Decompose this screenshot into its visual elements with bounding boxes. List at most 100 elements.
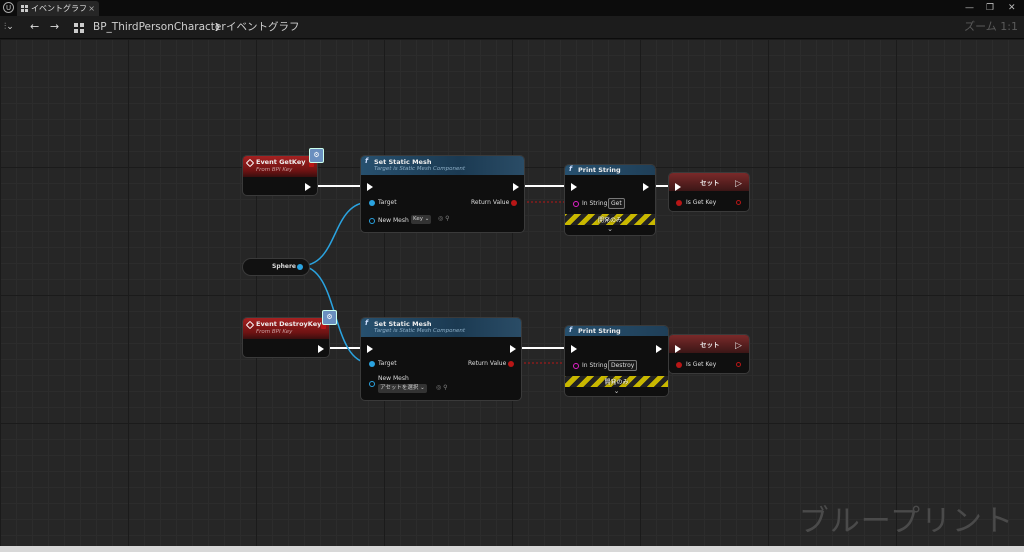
set-static-mesh-node-2[interactable]: f Set Static Mesh Target is Static Mesh …: [360, 317, 522, 401]
target-pin[interactable]: [369, 361, 375, 367]
exec-out-pin[interactable]: [510, 345, 516, 353]
set-is-get-key-node-1[interactable]: セット ▷ Is Get Key: [668, 172, 750, 212]
tab-event-graph[interactable]: イベントグラフ ×: [17, 1, 99, 16]
node-title: Set Static Mesh: [374, 158, 432, 166]
exec-out-pin[interactable]: [656, 345, 662, 353]
in-string-label: In String: [582, 362, 608, 369]
mesh-value: アセットを選択: [380, 385, 419, 391]
browse-icon[interactable]: ◎ ⚲: [438, 215, 450, 222]
minimize-icon[interactable]: —: [965, 3, 974, 13]
exec-out-pin[interactable]: ▷: [735, 341, 742, 351]
window-close-icon[interactable]: ✕: [1008, 3, 1016, 13]
node-header: f Print String: [565, 165, 655, 175]
in-string-pin[interactable]: [573, 363, 579, 369]
in-string-input[interactable]: Destroy: [608, 360, 638, 371]
delegate-pin[interactable]: [321, 324, 326, 329]
graph-toolbar: ⫶⌄ ← → BP_ThirdPersonCharacter ❯ イベントグラフ…: [0, 16, 1024, 39]
mesh-select-dropdown[interactable]: アセットを選択 ⌄: [378, 384, 427, 393]
exec-out-pin[interactable]: [305, 183, 311, 191]
node-subtitle: From BPI Key: [256, 167, 293, 173]
function-icon: f: [569, 165, 573, 173]
variable-label: Is Get Key: [686, 361, 717, 368]
exec-out-pin[interactable]: ▷: [735, 179, 742, 189]
sphere-variable-node[interactable]: Sphere: [242, 258, 310, 276]
is-get-key-out-pin[interactable]: [736, 362, 741, 367]
zoom-level: ズーム 1:1: [964, 20, 1018, 33]
event-icon: [245, 320, 255, 330]
new-mesh-pin[interactable]: [369, 381, 375, 387]
target-pin[interactable]: [369, 200, 375, 206]
forward-arrow-icon[interactable]: →: [50, 20, 60, 33]
mesh-value: Key: [413, 216, 423, 222]
return-value-label: Return Value: [468, 360, 507, 367]
is-get-key-out-pin[interactable]: [736, 200, 741, 205]
in-string-pin[interactable]: [573, 201, 579, 207]
event-destroykey-node[interactable]: Event DestroyKey From BPI Key: [242, 317, 330, 358]
set-static-mesh-node-1[interactable]: f Set Static Mesh Target is Static Mesh …: [360, 155, 525, 233]
exec-in-pin[interactable]: [675, 345, 681, 353]
node-title: Event GetKey: [256, 158, 306, 166]
function-icon: f: [365, 157, 369, 165]
delegate-pin[interactable]: [309, 162, 314, 167]
node-header: セット: [669, 173, 749, 191]
node-header: セット: [669, 335, 749, 353]
breadcrumb-separator: ❯: [214, 22, 221, 31]
node-header: f Set Static Mesh Target is Static Mesh …: [361, 156, 524, 175]
grid-icon: [21, 5, 28, 12]
set-is-get-key-node-2[interactable]: セット ▷ Is Get Key: [668, 334, 750, 374]
node-header: Event DestroyKey From BPI Key: [243, 318, 329, 339]
exec-out-pin[interactable]: [513, 183, 519, 191]
variable-label: Sphere: [272, 263, 296, 270]
back-arrow-icon[interactable]: ←: [30, 20, 40, 33]
sphere-output-pin[interactable]: [297, 264, 303, 270]
in-string-input[interactable]: Get: [608, 198, 625, 209]
chevron-down-icon[interactable]: ⌄: [607, 225, 613, 233]
exec-in-pin[interactable]: [675, 183, 681, 191]
blueprint-icon: [74, 22, 84, 33]
exec-in-pin[interactable]: [367, 183, 373, 191]
node-title: Set Static Mesh: [374, 320, 432, 328]
close-icon[interactable]: ×: [88, 4, 95, 13]
node-subtitle: Target is Static Mesh Component: [374, 166, 465, 172]
development-only-label: 開発のみ: [604, 379, 629, 386]
node-header: f Print String: [565, 326, 668, 336]
unreal-logo-icon[interactable]: U: [3, 2, 14, 13]
hierarchy-icon[interactable]: ⫶⌄: [4, 22, 14, 32]
node-subtitle: Target is Static Mesh Component: [374, 328, 465, 334]
print-string-node-1[interactable]: f Print String In String Get 開発のみ ⌄: [564, 164, 656, 236]
exec-in-pin[interactable]: [571, 183, 577, 191]
exec-in-pin[interactable]: [571, 345, 577, 353]
development-only-banner: 開発のみ: [565, 214, 655, 225]
exec-out-pin[interactable]: [318, 345, 324, 353]
in-string-label: In String: [582, 200, 608, 207]
new-mesh-pin[interactable]: [369, 218, 375, 224]
function-icon: f: [365, 319, 369, 327]
node-title: Print String: [578, 327, 621, 335]
interface-icon: ⚙: [309, 148, 324, 163]
development-only-label: 開発のみ: [597, 217, 622, 224]
chevron-down-icon[interactable]: ⌄: [613, 387, 620, 395]
exec-out-pin[interactable]: [643, 183, 649, 191]
event-icon: [245, 158, 255, 168]
exec-in-pin[interactable]: [367, 345, 373, 353]
event-getkey-node[interactable]: Event GetKey From BPI Key: [242, 155, 318, 196]
is-get-key-pin[interactable]: [676, 362, 682, 368]
blueprint-watermark: ブループリント: [798, 504, 1014, 539]
print-string-node-2[interactable]: f Print String In String Destroy 開発のみ ⌄: [564, 325, 669, 397]
function-icon: f: [569, 326, 573, 334]
title-bar: U イベントグラフ × — ❐ ✕: [0, 0, 1024, 16]
node-subtitle: From BPI Key: [256, 329, 293, 335]
restore-icon[interactable]: ❐: [986, 3, 995, 13]
return-value-label: Return Value: [471, 199, 510, 206]
breadcrumb-blueprint[interactable]: BP_ThirdPersonCharacter: [93, 21, 226, 33]
graph-canvas[interactable]: [0, 39, 1024, 546]
node-title: Print String: [578, 166, 621, 174]
new-mesh-label: New Mesh: [378, 375, 409, 382]
mesh-select-dropdown[interactable]: Key ⌄: [411, 215, 432, 224]
return-value-pin[interactable]: [511, 200, 517, 206]
bottom-bar: [0, 546, 1024, 552]
breadcrumb-graph[interactable]: イベントグラフ: [226, 21, 300, 33]
browse-icon[interactable]: ◎ ⚲: [436, 384, 448, 391]
is-get-key-pin[interactable]: [676, 200, 682, 206]
return-value-pin[interactable]: [508, 361, 514, 367]
